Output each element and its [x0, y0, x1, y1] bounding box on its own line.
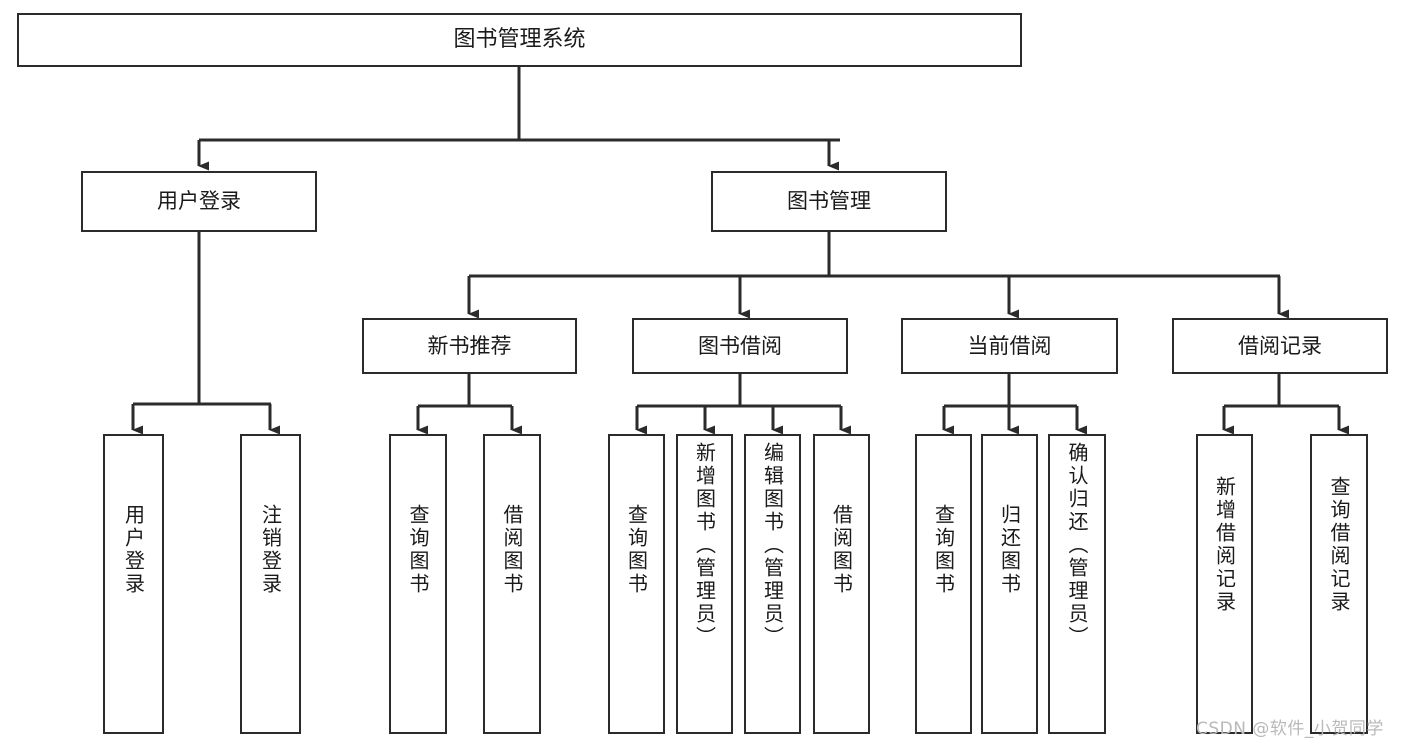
node-book-borrow[interactable]: 图书借阅: [632, 318, 848, 374]
leaf-user-logout[interactable]: 注销登录: [240, 434, 301, 734]
leaf-edit-book[interactable]: 编辑图书（管理员）: [744, 434, 801, 734]
leaf-user-login[interactable]: 用户登录: [103, 434, 164, 734]
leaf-borrow-book-rec-label: 借阅图书: [500, 504, 524, 596]
leaf-edit-book-label: 编辑图书（管理员）: [760, 442, 785, 649]
leaf-add-record-label: 新增借阅记录: [1212, 476, 1237, 614]
node-root-label: 图书管理系统: [453, 27, 586, 53]
leaf-add-record[interactable]: 新增借阅记录: [1196, 434, 1253, 734]
leaf-user-logout-label: 注销登录: [258, 504, 283, 596]
leaf-query-book-borrow-label: 查询图书: [624, 504, 649, 596]
leaf-add-book[interactable]: 新增图书（管理员）: [676, 434, 733, 734]
leaf-borrow-book-label: 借阅图书: [829, 504, 854, 596]
leaf-borrow-book-rec[interactable]: 借阅图书: [483, 434, 541, 734]
node-book-manage-label: 图书管理: [787, 189, 871, 214]
leaf-query-book-borrow[interactable]: 查询图书: [608, 434, 665, 734]
node-current-borrow[interactable]: 当前借阅: [901, 318, 1118, 374]
node-new-book-recommend[interactable]: 新书推荐: [362, 318, 577, 374]
leaf-query-book-current-label: 查询图书: [931, 504, 956, 596]
leaf-query-record[interactable]: 查询借阅记录: [1310, 434, 1368, 734]
leaf-query-book-current[interactable]: 查询图书: [915, 434, 972, 734]
node-book-manage[interactable]: 图书管理: [711, 171, 947, 232]
leaf-query-record-label: 查询借阅记录: [1327, 476, 1351, 614]
node-user-login-label: 用户登录: [157, 189, 241, 214]
leaf-query-book-rec[interactable]: 查询图书: [389, 434, 447, 734]
node-new-book-recommend-label: 新书推荐: [427, 333, 512, 358]
node-book-borrow-label: 图书借阅: [698, 333, 782, 358]
node-borrow-record[interactable]: 借阅记录: [1172, 318, 1388, 374]
leaf-query-book-rec-label: 查询图书: [406, 504, 430, 596]
node-root[interactable]: 图书管理系统: [17, 13, 1022, 67]
node-user-login[interactable]: 用户登录: [81, 171, 317, 232]
leaf-return-book[interactable]: 归还图书: [981, 434, 1038, 734]
leaf-add-book-label: 新增图书（管理员）: [692, 442, 717, 649]
leaf-return-book-label: 归还图书: [997, 504, 1022, 596]
leaf-confirm-return[interactable]: 确认归还（管理员）: [1048, 434, 1106, 734]
leaf-borrow-book[interactable]: 借阅图书: [813, 434, 870, 734]
node-current-borrow-label: 当前借阅: [967, 333, 1052, 358]
leaf-confirm-return-label: 确认归还（管理员）: [1065, 442, 1089, 649]
leaf-user-login-label: 用户登录: [121, 504, 146, 596]
node-borrow-record-label: 借阅记录: [1238, 333, 1322, 358]
